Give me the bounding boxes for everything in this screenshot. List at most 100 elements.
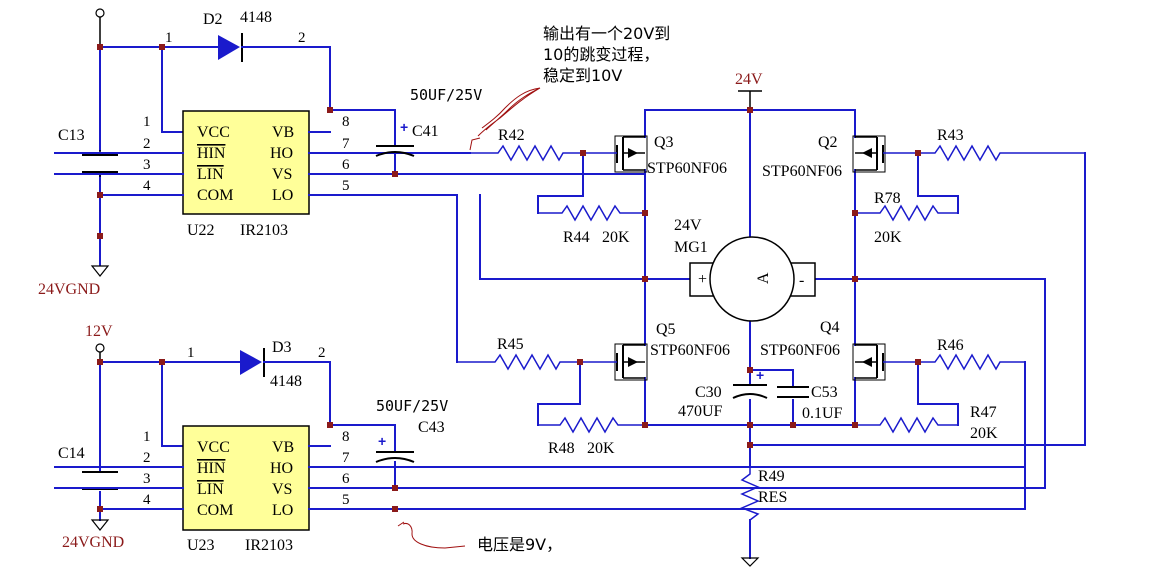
d3-ref: D3 [272,339,292,356]
mg1-plus: + [698,271,707,288]
v12-label: 12V [85,323,113,340]
c13-capacitor [82,150,118,177]
c43-plus: + [378,433,386,449]
d3-diode [240,348,265,377]
q5-ref: Q5 [656,321,676,338]
c13-label: C13 [58,127,85,144]
c43-ref: C43 [418,419,445,436]
u22-pin-lo: LO [272,187,293,204]
c41-plus: + [400,119,408,135]
r44-value: 20K [602,229,630,246]
q3-ref: Q3 [654,134,674,151]
u23-ref: U23 [187,537,215,554]
u22-num-6: 6 [342,157,350,173]
d3-pin1: 1 [187,345,195,361]
u22-ic-body [182,110,310,215]
u23-pin-com: COM [197,502,233,519]
r44-ref: R44 [563,229,590,246]
annotation-top: 输出有一个20V到 10的跳变过程， 稳定到10V [469,24,670,151]
u23-num-6: 6 [342,471,350,487]
u22-pin-vs: VS [272,166,292,183]
q3-mosfet [614,135,648,173]
u23-part: IR2103 [245,537,293,554]
annotation-top-line2: 10的跳变过程， [543,45,659,64]
u23-pin-vb: VB [272,439,294,456]
u22-pin-ho: HO [270,145,293,162]
r49-value: RES [758,489,787,506]
r42-label: R42 [498,127,525,144]
u22-pin-com: COM [197,187,233,204]
u22-pin-vcc: VCC [197,124,230,141]
u22-num-2: 2 [143,136,151,152]
u23-pin-vcc: VCC [197,439,230,456]
u23-num-8: 8 [342,429,350,445]
annotation-bottom: 电压是9V， [397,521,562,554]
u22-num-1: 1 [143,114,151,130]
h-bridge-section: 24V Q3 STP60NF06 [456,71,1086,567]
gnd-top-label: 24VGND [38,281,100,298]
c53-capacitor [777,386,809,398]
mg1-voltage: 24V [674,217,702,234]
r46-label: R46 [937,337,964,354]
r48-ref: R48 [548,440,575,457]
r78-ref: R78 [874,190,901,207]
u23-num-5: 5 [342,492,350,508]
d2-part: 4148 [240,9,272,26]
u23-pin-hin: HIN [197,460,226,477]
r48-value: 20K [587,440,615,457]
q4-mosfet [852,343,886,381]
r47-value: 20K [970,425,998,442]
annotation-top-line1: 输出有一个20V到 [543,24,670,43]
u23-pin-ho: HO [270,460,293,477]
r49-ref: R49 [758,468,785,485]
c53-value: 0.1UF [802,405,843,422]
u23-ic-body [182,425,310,531]
c43-value: 50UF/25V [376,397,448,415]
mg1-motor: + - A [689,236,816,322]
u23-num-4: 4 [143,492,151,508]
annotation-bottom-text: 电压是9V， [477,535,562,554]
u22-num-3: 3 [143,157,151,173]
q2-mosfet [852,135,886,173]
u22-driver-section: C13 24VGND D2 4148 1 2 VCC HIN LIN COM V… [38,8,646,298]
u23-driver-section: 12V C14 24VGND D3 4148 1 2 VCC HIN LIN C… [54,323,1046,554]
r45-label: R45 [497,336,524,353]
d3-part: 4148 [270,373,302,390]
u22-num-8: 8 [342,114,350,130]
d2-pin1: 1 [165,30,173,46]
annotation-top-line3: 稳定到10V [543,66,622,85]
d3-pin2: 2 [318,345,326,361]
c41-value: 50UF/25V [410,86,482,104]
q5-mosfet [614,343,648,381]
u23-num-1: 1 [143,429,151,445]
mg1-ref: MG1 [674,239,708,256]
q4-part: STP60NF06 [760,342,840,359]
u22-pin-vb: VB [272,124,294,141]
c30-value: 470UF [678,403,723,420]
c14-label: C14 [58,445,85,462]
c14-capacitor [82,471,118,490]
c41-capacitor: + [375,119,415,157]
u22-num-7: 7 [342,136,350,152]
q2-part: STP60NF06 [762,163,842,180]
c43-capacitor: + [375,433,415,463]
junction-dots [97,44,921,512]
u23-pin-vs: VS [272,481,292,498]
u23-pin-lin: LIN [197,481,224,498]
u22-num-5: 5 [342,178,350,194]
u22-ref: U22 [187,222,215,239]
r78-value: 20K [874,229,902,246]
c30-plus: + [756,367,764,383]
c30-ref: C30 [695,384,722,401]
u23-pin-lo: LO [272,502,293,519]
r43-label: R43 [937,127,964,144]
mg1-minus: - [799,272,804,289]
q5-part: STP60NF06 [650,342,730,359]
d2-ref: D2 [203,11,223,28]
u23-num-7: 7 [342,450,350,466]
u23-num-3: 3 [143,471,151,487]
d2-pin2: 2 [298,30,306,46]
c53-ref: C53 [811,384,838,401]
u22-pin-lin: LIN [197,166,224,183]
r47-ref: R47 [970,404,997,421]
